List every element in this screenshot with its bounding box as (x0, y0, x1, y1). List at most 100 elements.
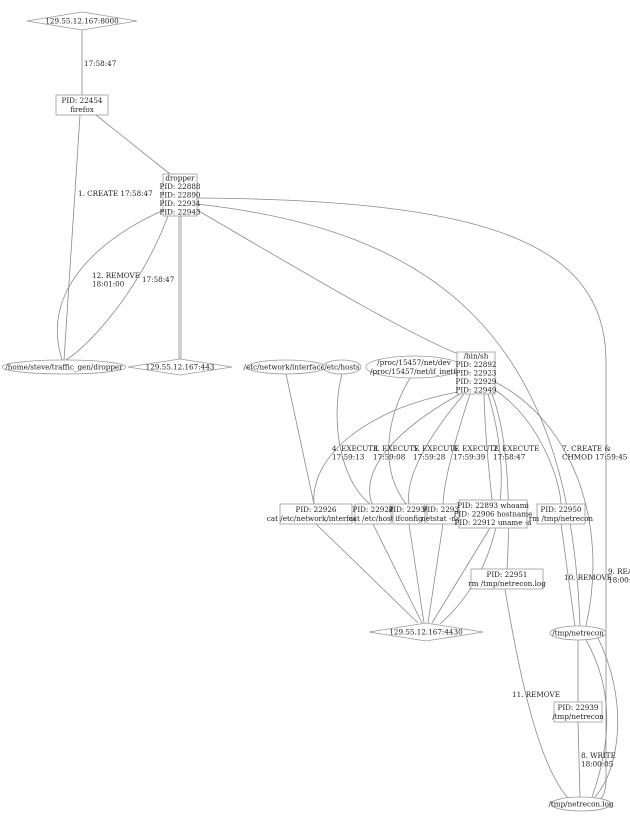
node-label: /home/steve/traffic_gen/dropper (5, 363, 123, 372)
node-label: PID: 22892 (455, 360, 496, 369)
node-label: 129.55.12.167:4430 (389, 628, 463, 637)
edge-binsh-rm_netrecon (494, 389, 562, 505)
node-label: /tmp/netrecon (552, 712, 604, 721)
edge-label-e-time-1: 17:58:47 (84, 59, 117, 68)
node-socket-8000[interactable]: 129.55.12.167:8000 (26, 11, 138, 31)
node-label: /tmp/netrecon (552, 629, 604, 638)
node-file-hosts[interactable]: /etc/hosts (322, 359, 362, 375)
edge-rm_log-file_log (504, 588, 571, 801)
edge-label-text: 18:01:00 (92, 280, 125, 289)
node-netrecon-proc[interactable]: PID: 22939/tmp/netrecon (552, 701, 604, 723)
node-shape (553, 701, 603, 723)
node-label: PID: 22890 (159, 191, 200, 200)
node-shape (279, 503, 353, 525)
node-shape (536, 503, 586, 525)
edge-label-e-remove-10: 10. REMOVE (564, 573, 612, 582)
node-label: PID: 22926 (295, 505, 336, 514)
node-label: cat /etc/hosts (349, 514, 398, 523)
edge-label-text: 17:59:39 (453, 453, 486, 462)
edge-label-e-read-9: 9. READ18:00:25 (608, 567, 630, 585)
node-file-proc[interactable]: /proc/15457/net/dev/proc/15457/net/if_in… (365, 355, 463, 379)
edge-binsh-socket_4430 (439, 393, 502, 625)
node-shape (1, 359, 127, 375)
node-label: cat /etc/network/interfaces (267, 514, 366, 523)
node-label: ifconfig (395, 514, 423, 523)
edge-binsh-ifconfig (408, 393, 465, 505)
edge-label-text: 17:59:08 (373, 453, 406, 462)
node-shape (368, 622, 484, 642)
edge-binsh-whoami (483, 393, 493, 501)
graph-edge-labels: 17:58:47 1. CREATE 17:58:47 12. REMOVE18:0… (78, 59, 630, 769)
edge-file_netrecon-file_log-b (593, 633, 619, 799)
node-shape (470, 568, 544, 590)
node-file-interfaces[interactable]: /etc/network/interfaces (244, 359, 329, 375)
edge-label-text: CHMOD 17:59:45 (562, 453, 628, 462)
edge-dropper-file_dropper-b (65, 215, 169, 361)
node-file-dropper[interactable]: /home/steve/traffic_gen/dropper (1, 359, 127, 375)
node-file-netrecon[interactable]: /tmp/netrecon (549, 625, 607, 641)
edge-label-text: 1. CREATE 17:58:47 (78, 189, 153, 198)
node-label: PID: 22939 (557, 703, 598, 712)
node-socket-4430[interactable]: 129.55.12.167:4430 (368, 622, 484, 642)
node-shape (322, 359, 362, 375)
edge-label-e-time-2: 17:58:47 (142, 275, 175, 284)
node-label: PID: 22950 (540, 505, 581, 514)
edge-label-text: 2. EXECUTE (493, 444, 539, 453)
graph-edges (56, 30, 619, 805)
node-shape (162, 173, 198, 217)
edge-binsh-cat_interfaces (313, 391, 459, 505)
edge-hosts-cat_hosts (336, 373, 371, 505)
node-label: netstat -nap (421, 514, 465, 523)
edge-binsh-netstat (442, 393, 471, 505)
edge-cat_interfaces-socket_4430 (315, 523, 419, 624)
edge-label-text: 17:58:47 (142, 275, 175, 284)
edge-interfaces-cat_interfaces (285, 373, 315, 505)
node-socket-443[interactable]: 129.55.12.167:443 (127, 358, 233, 376)
edge-label-text: 10. REMOVE (564, 573, 612, 582)
node-label: PID: 22888 (159, 182, 200, 191)
node-label: /bin/sh (464, 351, 489, 360)
edge-label-text: 4. EXECUTE (332, 444, 378, 453)
edge-label-text: 7. CREATE & (562, 444, 611, 453)
node-label: /proc/15457/net/dev (377, 358, 452, 367)
edge-label-e-remove-11: 11. REMOVE (512, 690, 560, 699)
edge-file_netrecon-file_log-a (585, 639, 608, 798)
edge-label-text: 12. REMOVE (92, 271, 140, 280)
node-label: rm /tmp/netrecon.log (468, 579, 546, 588)
edge-netstat-socket_4430 (427, 523, 444, 624)
node-shape (26, 11, 138, 31)
edge-label-text: 17:59:28 (413, 453, 446, 462)
node-label: /etc/network/interfaces (244, 363, 329, 372)
edge-ifconfig-socket_4430 (408, 523, 425, 624)
edge-label-text: 17:58:47 (84, 59, 117, 68)
node-label: /proc/15457/net/if_inet6 (370, 367, 458, 376)
edge-label-text: 3. EXECUTE (373, 444, 419, 453)
edge-cat_hosts-socket_4430 (372, 523, 423, 624)
edge-dropper-binsh (196, 209, 459, 355)
node-label: firefox (70, 105, 94, 114)
node-label: rm /tmp/netrecon (529, 514, 593, 523)
node-label: PID: 22943 (159, 208, 200, 217)
node-label: PID: 22949 (455, 386, 496, 395)
node-file-log[interactable]: /tmp/netrecon.log (548, 796, 614, 812)
node-shape (456, 351, 496, 395)
node-label: PID: 22934 (159, 199, 200, 208)
edge-label-text: 5. EXECUTE (413, 444, 459, 453)
